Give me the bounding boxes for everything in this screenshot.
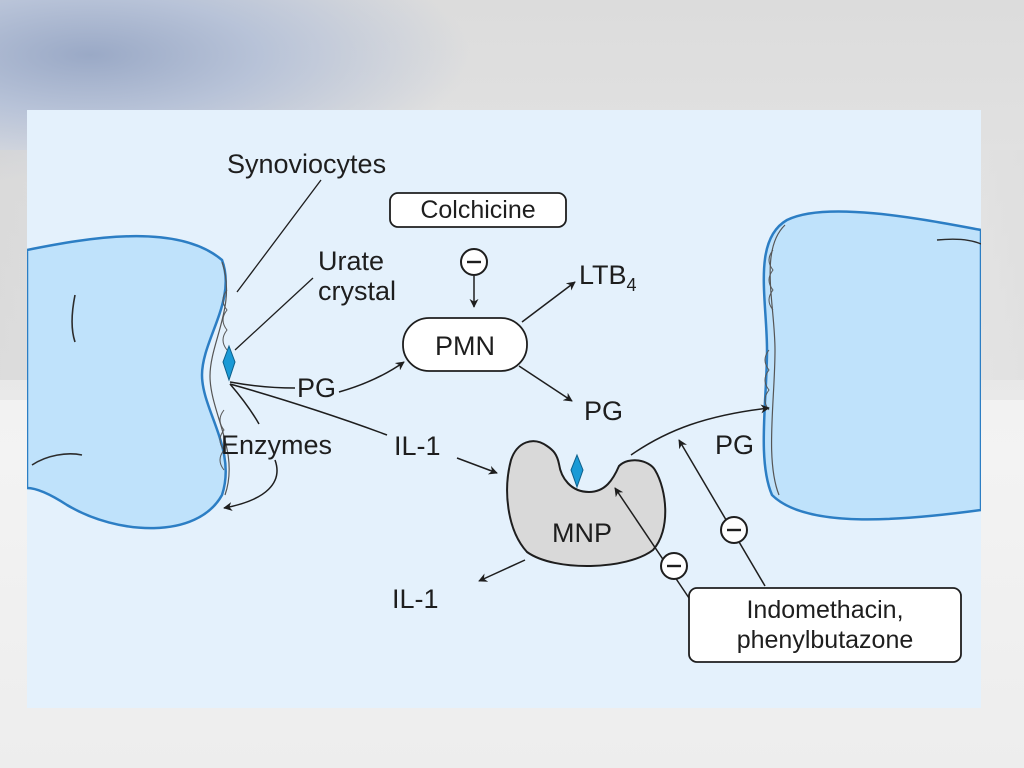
label-urate: Urate — [318, 246, 384, 276]
label-pmn: PMN — [435, 331, 495, 361]
label-pg-left: PG — [297, 373, 336, 403]
label-pg-right: PG — [715, 430, 754, 460]
right-synovium-line — [769, 224, 786, 496]
mnp-to-il1-arrow — [478, 559, 526, 582]
pmn-to-ltb4-arrow — [521, 281, 576, 323]
left-bone — [27, 234, 227, 530]
gout-inflammation-diagram: Synoviocytes Urate crystal Colchicine PM… — [27, 149, 981, 663]
mnp-cell — [506, 440, 667, 567]
mnp-crystal-icon — [570, 453, 584, 489]
mnp-to-bone-pg-arrow — [630, 404, 770, 456]
label-enzymes: Enzymes — [221, 430, 332, 460]
left-synovium-line — [209, 261, 230, 496]
pmn-box — [402, 317, 528, 372]
ltb-subscript: 4 — [627, 275, 637, 295]
il1-to-mnp-arrow — [456, 457, 498, 475]
label-il1-mid: IL-1 — [394, 431, 441, 461]
urate-crystal-icon — [222, 344, 236, 382]
label-colchicine: Colchicine — [420, 196, 535, 224]
right-bone — [762, 210, 981, 521]
label-pg-mid: PG — [584, 396, 623, 426]
enzymes-to-bone-arrow — [223, 459, 278, 511]
synoviocytes-pointer — [236, 179, 322, 293]
left-bone-mark-2 — [31, 453, 83, 466]
left-bone-mark-1 — [71, 294, 76, 343]
label-phenylbutazone: phenylbutazone — [737, 626, 914, 654]
right-bone-mark — [936, 238, 981, 245]
left-synovium-wave — [219, 289, 228, 471]
synovium-to-pg-line — [229, 381, 296, 389]
label-ltb4: LTB4 — [579, 260, 637, 295]
right-synovium-wave — [764, 249, 774, 411]
pmn-to-pg-arrow — [518, 365, 573, 402]
label-il1-low: IL-1 — [392, 584, 439, 614]
synovium-to-il1-line — [229, 383, 388, 436]
label-crystal: crystal — [318, 276, 396, 306]
indomethacin-to-pg-arrow — [678, 439, 766, 587]
label-synoviocytes: Synoviocytes — [227, 149, 386, 179]
pg-to-pmn-arrow — [338, 361, 405, 393]
label-mnp: MNP — [552, 518, 612, 548]
figure-panel: Synoviocytes Urate crystal Colchicine PM… — [27, 110, 981, 708]
synovium-to-enzymes-line — [229, 383, 260, 425]
ltb-text: LTB — [579, 260, 627, 290]
label-indomethacin: Indomethacin, — [746, 596, 903, 624]
urate-crystal-pointer — [234, 277, 314, 351]
colchicine-box — [389, 192, 567, 228]
indomethacin-box — [688, 587, 962, 663]
